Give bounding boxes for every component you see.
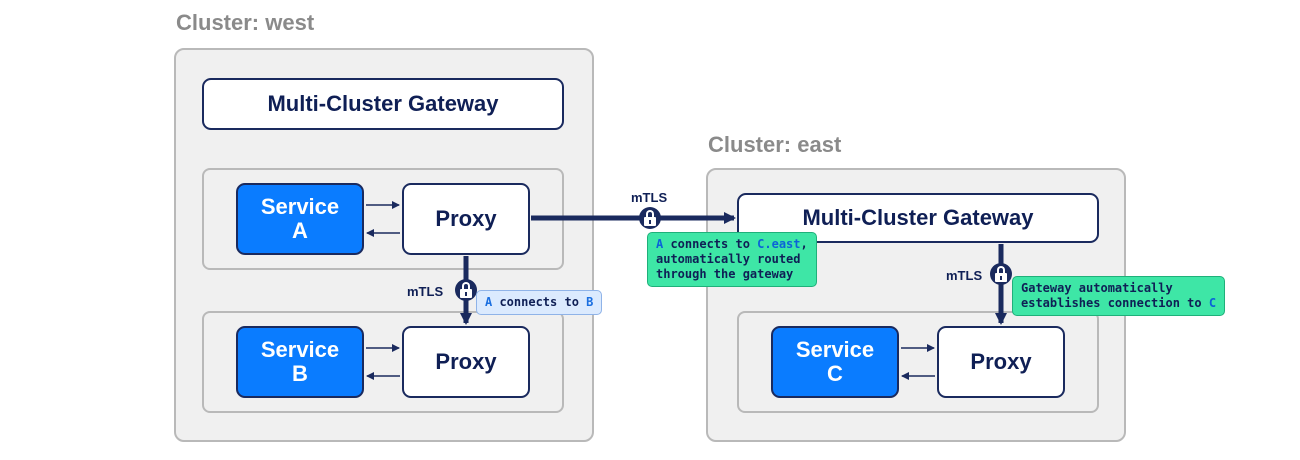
note-gateway-connects-to-c: Gateway automatically establishes connec… — [1012, 276, 1226, 316]
cluster-west-title: Cluster: west — [176, 10, 315, 35]
note-a-service: A — [485, 295, 493, 309]
service-b-label: Service — [260, 337, 340, 362]
service-a-name: A — [292, 218, 308, 243]
proxy-a[interactable]: Proxy — [402, 183, 530, 255]
note-b-service: B — [586, 295, 594, 309]
service-b-name: B — [292, 361, 308, 386]
note-gw-text: Gateway automatically establishes connec… — [1021, 281, 1202, 310]
note-c-post: , automatically routed through the gatew… — [656, 237, 808, 281]
lock-icon — [639, 207, 661, 229]
note-gw-target: C — [1208, 296, 1217, 310]
note-a-connects-to-b: A connects to B — [476, 290, 603, 315]
note-c-mid: connects to — [663, 237, 758, 251]
service-c-label: Service — [795, 337, 875, 362]
west-gateway[interactable]: Multi-Cluster Gateway — [202, 78, 564, 130]
mtls-label-cross-cluster: mTLS — [631, 190, 668, 205]
proxy-b[interactable]: Proxy — [402, 326, 530, 398]
service-b[interactable]: Service B — [236, 326, 364, 398]
note-a-mid: connects to — [492, 295, 587, 309]
note-a-connects-to-c-east: A connects to C.east, automatically rout… — [647, 232, 817, 287]
proxy-c[interactable]: Proxy — [937, 326, 1065, 398]
lock-icon — [990, 263, 1012, 285]
service-c[interactable]: Service C — [771, 326, 899, 398]
service-a-label: Service — [260, 194, 340, 219]
cluster-east-title: Cluster: east — [708, 132, 842, 157]
mtls-label-west: mTLS — [407, 284, 444, 299]
mtls-label-east: mTLS — [946, 268, 983, 283]
note-c-target: C.east — [757, 237, 801, 251]
service-a[interactable]: Service A — [236, 183, 364, 255]
lock-icon — [455, 279, 477, 301]
service-c-name: C — [827, 361, 843, 386]
note-c-a-service: A — [656, 237, 664, 251]
